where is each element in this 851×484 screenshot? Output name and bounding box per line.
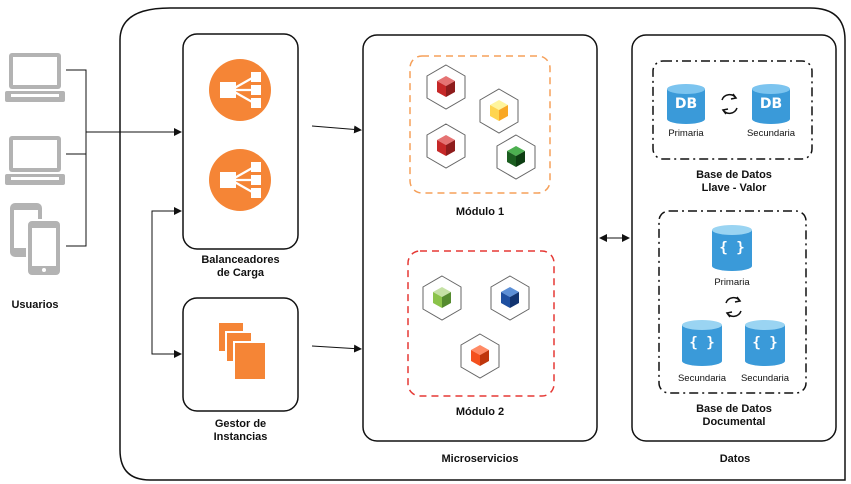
kv-db-label-line2: Llave - Valor <box>701 182 767 194</box>
module1-box <box>409 55 551 194</box>
instances-icon <box>217 321 267 381</box>
db-icon <box>752 84 790 124</box>
microservices-box <box>362 34 598 442</box>
document-db-icon <box>682 320 722 366</box>
instances-to-microservices-arrow <box>311 344 362 353</box>
instance-manager-label: Gestor de Instancias <box>185 418 296 444</box>
replication-icon <box>725 296 742 318</box>
document-db-icon <box>745 320 785 366</box>
data-label: Datos <box>719 453 751 465</box>
doc-primary-label: Primaria <box>714 277 750 288</box>
microservices-label: Microservicios <box>441 453 519 465</box>
doc-secondary-label: Secundaria <box>740 373 790 384</box>
system-boundary <box>119 7 846 481</box>
doc-db-group <box>658 210 807 394</box>
instance-manager-label-line1: Gestor de <box>214 418 267 430</box>
db-label: DB <box>759 96 783 112</box>
document-brace: { } <box>689 335 715 351</box>
kv-secondary-label: Secundaria <box>746 128 796 139</box>
module2-label: Módulo 2 <box>455 406 505 418</box>
kv-db-group <box>652 60 813 160</box>
doc-db-label: Base de Datos Documental <box>660 403 808 429</box>
users-label: Usuarios <box>11 299 59 311</box>
kv-db-label-line1: Base de Datos <box>696 169 772 181</box>
doc-db-label-line1: Base de Datos <box>696 403 772 415</box>
load-balancer-icon <box>209 149 271 211</box>
red-cube-icon <box>460 333 500 379</box>
load-balancer-icon <box>209 59 271 121</box>
db-label: DB <box>674 96 698 112</box>
mobile-devices-icon <box>10 203 62 277</box>
lb-to-microservices-arrow <box>311 125 362 134</box>
document-brace: { } <box>752 335 778 351</box>
doc-secondary-label: Secundaria <box>677 373 727 384</box>
doc-db-label-line2: Documental <box>702 416 766 428</box>
module2-box <box>407 250 555 397</box>
document-db-icon <box>712 225 752 271</box>
module1-label: Módulo 1 <box>455 206 505 218</box>
load-balancers-label-line2: de Carga <box>216 267 265 279</box>
kv-primary-label: Primaria <box>668 128 704 139</box>
kv-db-label: Base de Datos Llave - Valor <box>660 169 808 195</box>
yellow-cube-icon <box>479 88 519 134</box>
document-brace: { } <box>719 240 745 256</box>
replication-icon <box>721 93 738 115</box>
laptop-icon <box>5 136 65 185</box>
green-cube-icon <box>422 275 462 321</box>
red-cube-icon <box>426 64 466 110</box>
lb-instance-connector <box>151 207 182 358</box>
db-icon <box>667 84 705 124</box>
red-cube-icon <box>426 123 466 169</box>
load-balancers-label: Balanceadores de Carga <box>185 254 296 280</box>
user-connectors <box>66 69 182 247</box>
dark-green-cube-icon <box>496 134 536 180</box>
laptop-icon <box>5 53 65 102</box>
blue-cube-icon <box>490 275 530 321</box>
load-balancers-label-line1: Balanceadores <box>201 254 280 266</box>
instance-manager-label-line2: Instancias <box>213 431 268 443</box>
